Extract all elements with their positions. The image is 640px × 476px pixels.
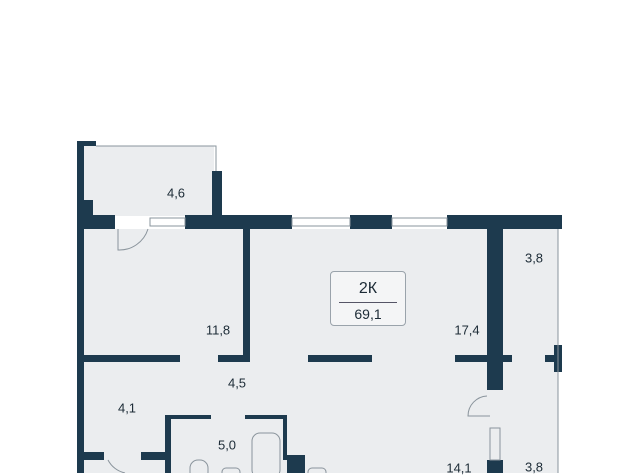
room-area-living: 17,4 [454, 322, 480, 338]
total-area: 69,1 [354, 306, 382, 322]
balcony-railing [96, 145, 217, 171]
floor-areas [84, 146, 558, 473]
badge-divider [339, 302, 397, 303]
apartment-floor [84, 229, 558, 473]
bathtub-icon [251, 432, 281, 473]
toilet-icon [189, 459, 209, 473]
windows-and-outlines [96, 145, 559, 473]
room-area-bathroom: 5,0 [217, 437, 237, 453]
room-area-kitchen: 14,1 [446, 460, 472, 476]
room-area-hallway: 4,5 [227, 375, 247, 391]
balcony-floor [84, 146, 214, 216]
door-swing-icon [467, 395, 490, 417]
window [391, 217, 448, 227]
sink-icon [307, 467, 327, 473]
sink-icon [221, 467, 241, 473]
room-area-balcony-top: 4,6 [166, 185, 186, 201]
walls [77, 141, 562, 473]
room-area-loggia-lower: 3,8 [524, 459, 544, 475]
window [149, 217, 186, 227]
room-area-loggia-upper: 3,8 [524, 250, 544, 266]
room-area-entry: 4,1 [117, 400, 137, 416]
window [291, 217, 351, 227]
apartment-type: 2К [358, 280, 378, 297]
window [489, 427, 501, 461]
room-area-bedroom: 11,8 [205, 322, 231, 338]
door-swing-icon [117, 228, 149, 251]
apartment-summary-badge: 2К 69,1 [330, 271, 406, 326]
